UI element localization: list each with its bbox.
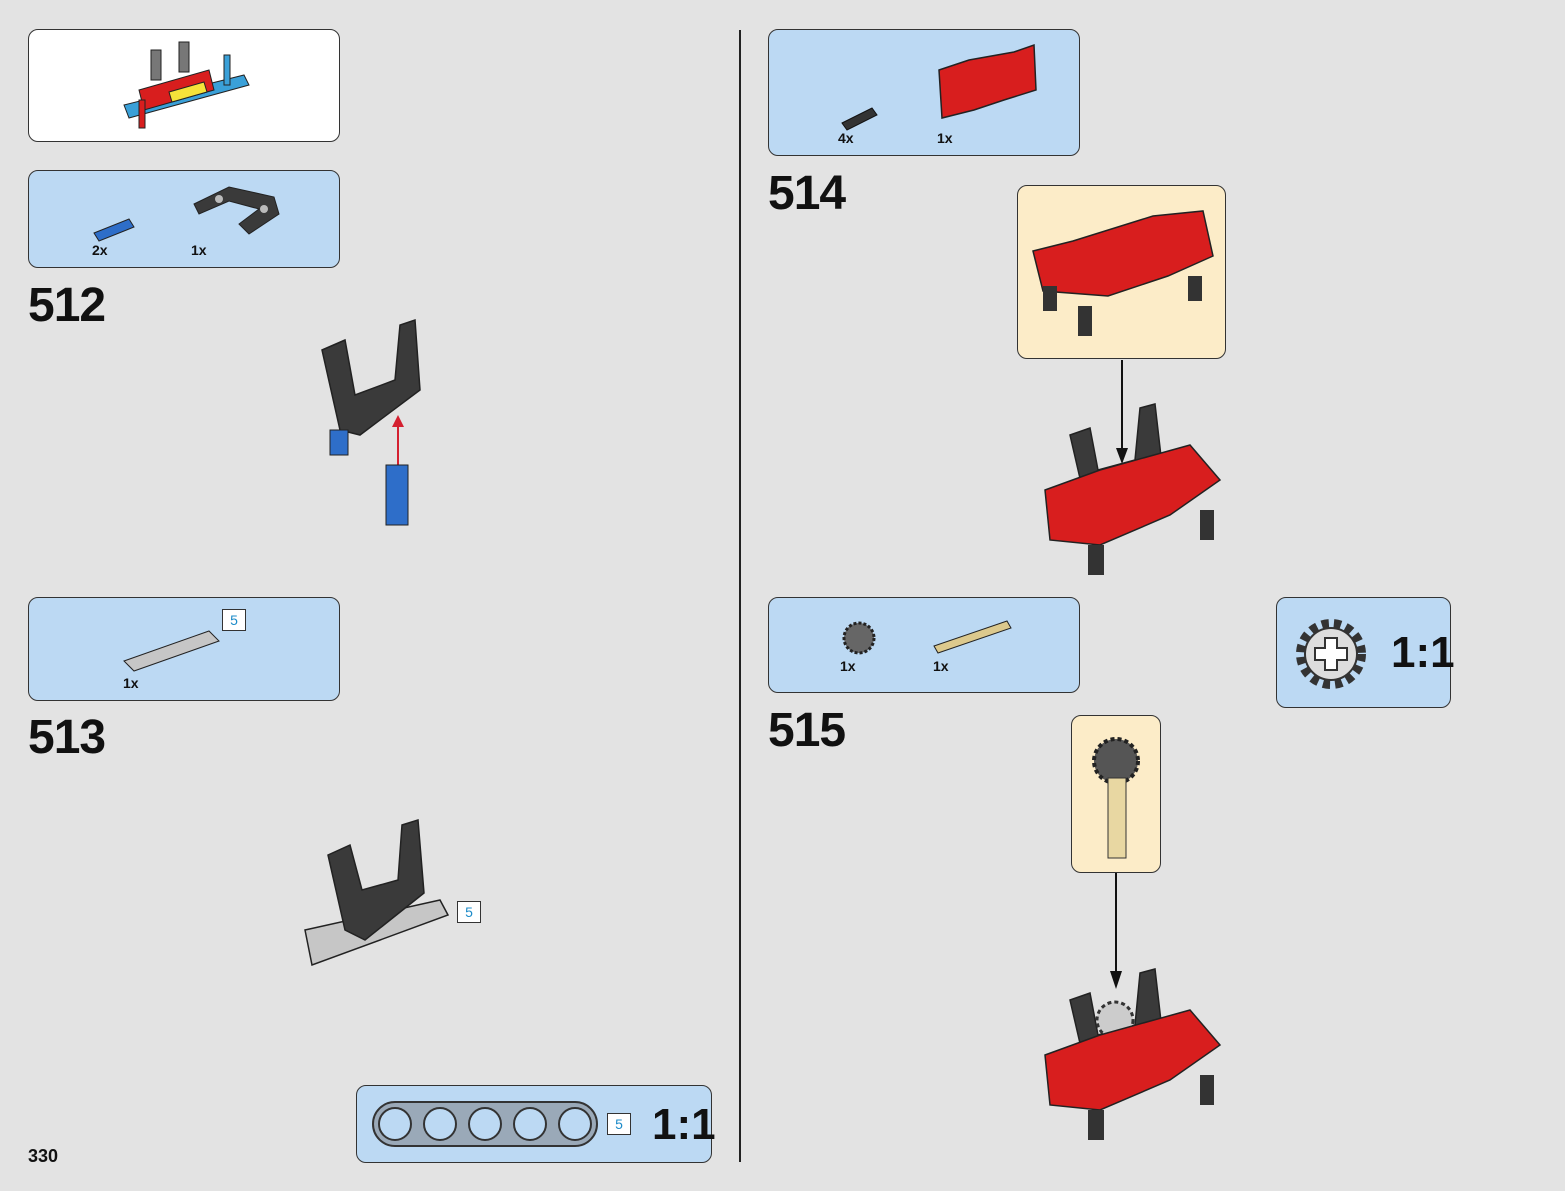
beam-scale-outline (372, 1101, 598, 1147)
part-qty: 1x (937, 130, 953, 146)
gear-scale-callout: 1:1 (1276, 597, 1455, 708)
step-number: 513 (28, 711, 106, 764)
gray-beam-5-icon (123, 630, 220, 672)
beam-scale-callout: 5 1:1 (356, 1085, 716, 1163)
red-frame-icon (938, 43, 1037, 119)
gear-axle-subassembly (1092, 737, 1140, 859)
beam-length-label: 5 (457, 901, 481, 923)
step-512-model (321, 318, 421, 526)
black-bent-beam-icon (193, 186, 280, 235)
step-number: 515 (768, 704, 846, 757)
page-divider (739, 30, 741, 1162)
part-qty: 4x (838, 130, 854, 146)
beam-length-label: 5 (607, 1113, 631, 1135)
step-515-subassembly-panel (1071, 715, 1161, 873)
step-512-parts-panel: 2x 1x (28, 170, 340, 268)
step-514-model (1044, 403, 1222, 575)
assembly-arrow-icon (1116, 360, 1128, 464)
step-515-parts-panel: 1x 1x (768, 597, 1080, 693)
part-qty: 2x (92, 242, 108, 258)
previous-assembly-image (123, 41, 250, 129)
part-qty: 1x (933, 658, 949, 674)
blue-pin-icon (93, 218, 135, 242)
tan-axle-icon (933, 620, 1012, 654)
part-qty: 1x (123, 675, 139, 691)
scale-ratio: 1:1 (1391, 628, 1455, 677)
step-number: 514 (768, 167, 846, 220)
assembly-arrow-icon (1110, 873, 1122, 989)
beam-length-label: 5 (222, 609, 246, 631)
black-pin-icon (841, 107, 878, 131)
step-513-model (304, 819, 450, 967)
page-number: 330 (28, 1146, 59, 1166)
step-515-model (1044, 968, 1222, 1140)
step-513-parts-panel: 5 1x (28, 597, 340, 701)
step-514-subassembly-panel (1017, 185, 1226, 359)
previous-assembly-panel (28, 29, 340, 142)
gear-icon (842, 621, 876, 655)
red-frame-subassembly (1032, 210, 1214, 336)
gear-scale-icon (1296, 619, 1366, 689)
scale-ratio: 1:1 (652, 1100, 716, 1149)
step-number: 512 (28, 279, 106, 332)
part-qty: 1x (840, 658, 856, 674)
part-qty: 1x (191, 242, 207, 258)
step-514-parts-panel: 4x 1x (768, 29, 1080, 156)
